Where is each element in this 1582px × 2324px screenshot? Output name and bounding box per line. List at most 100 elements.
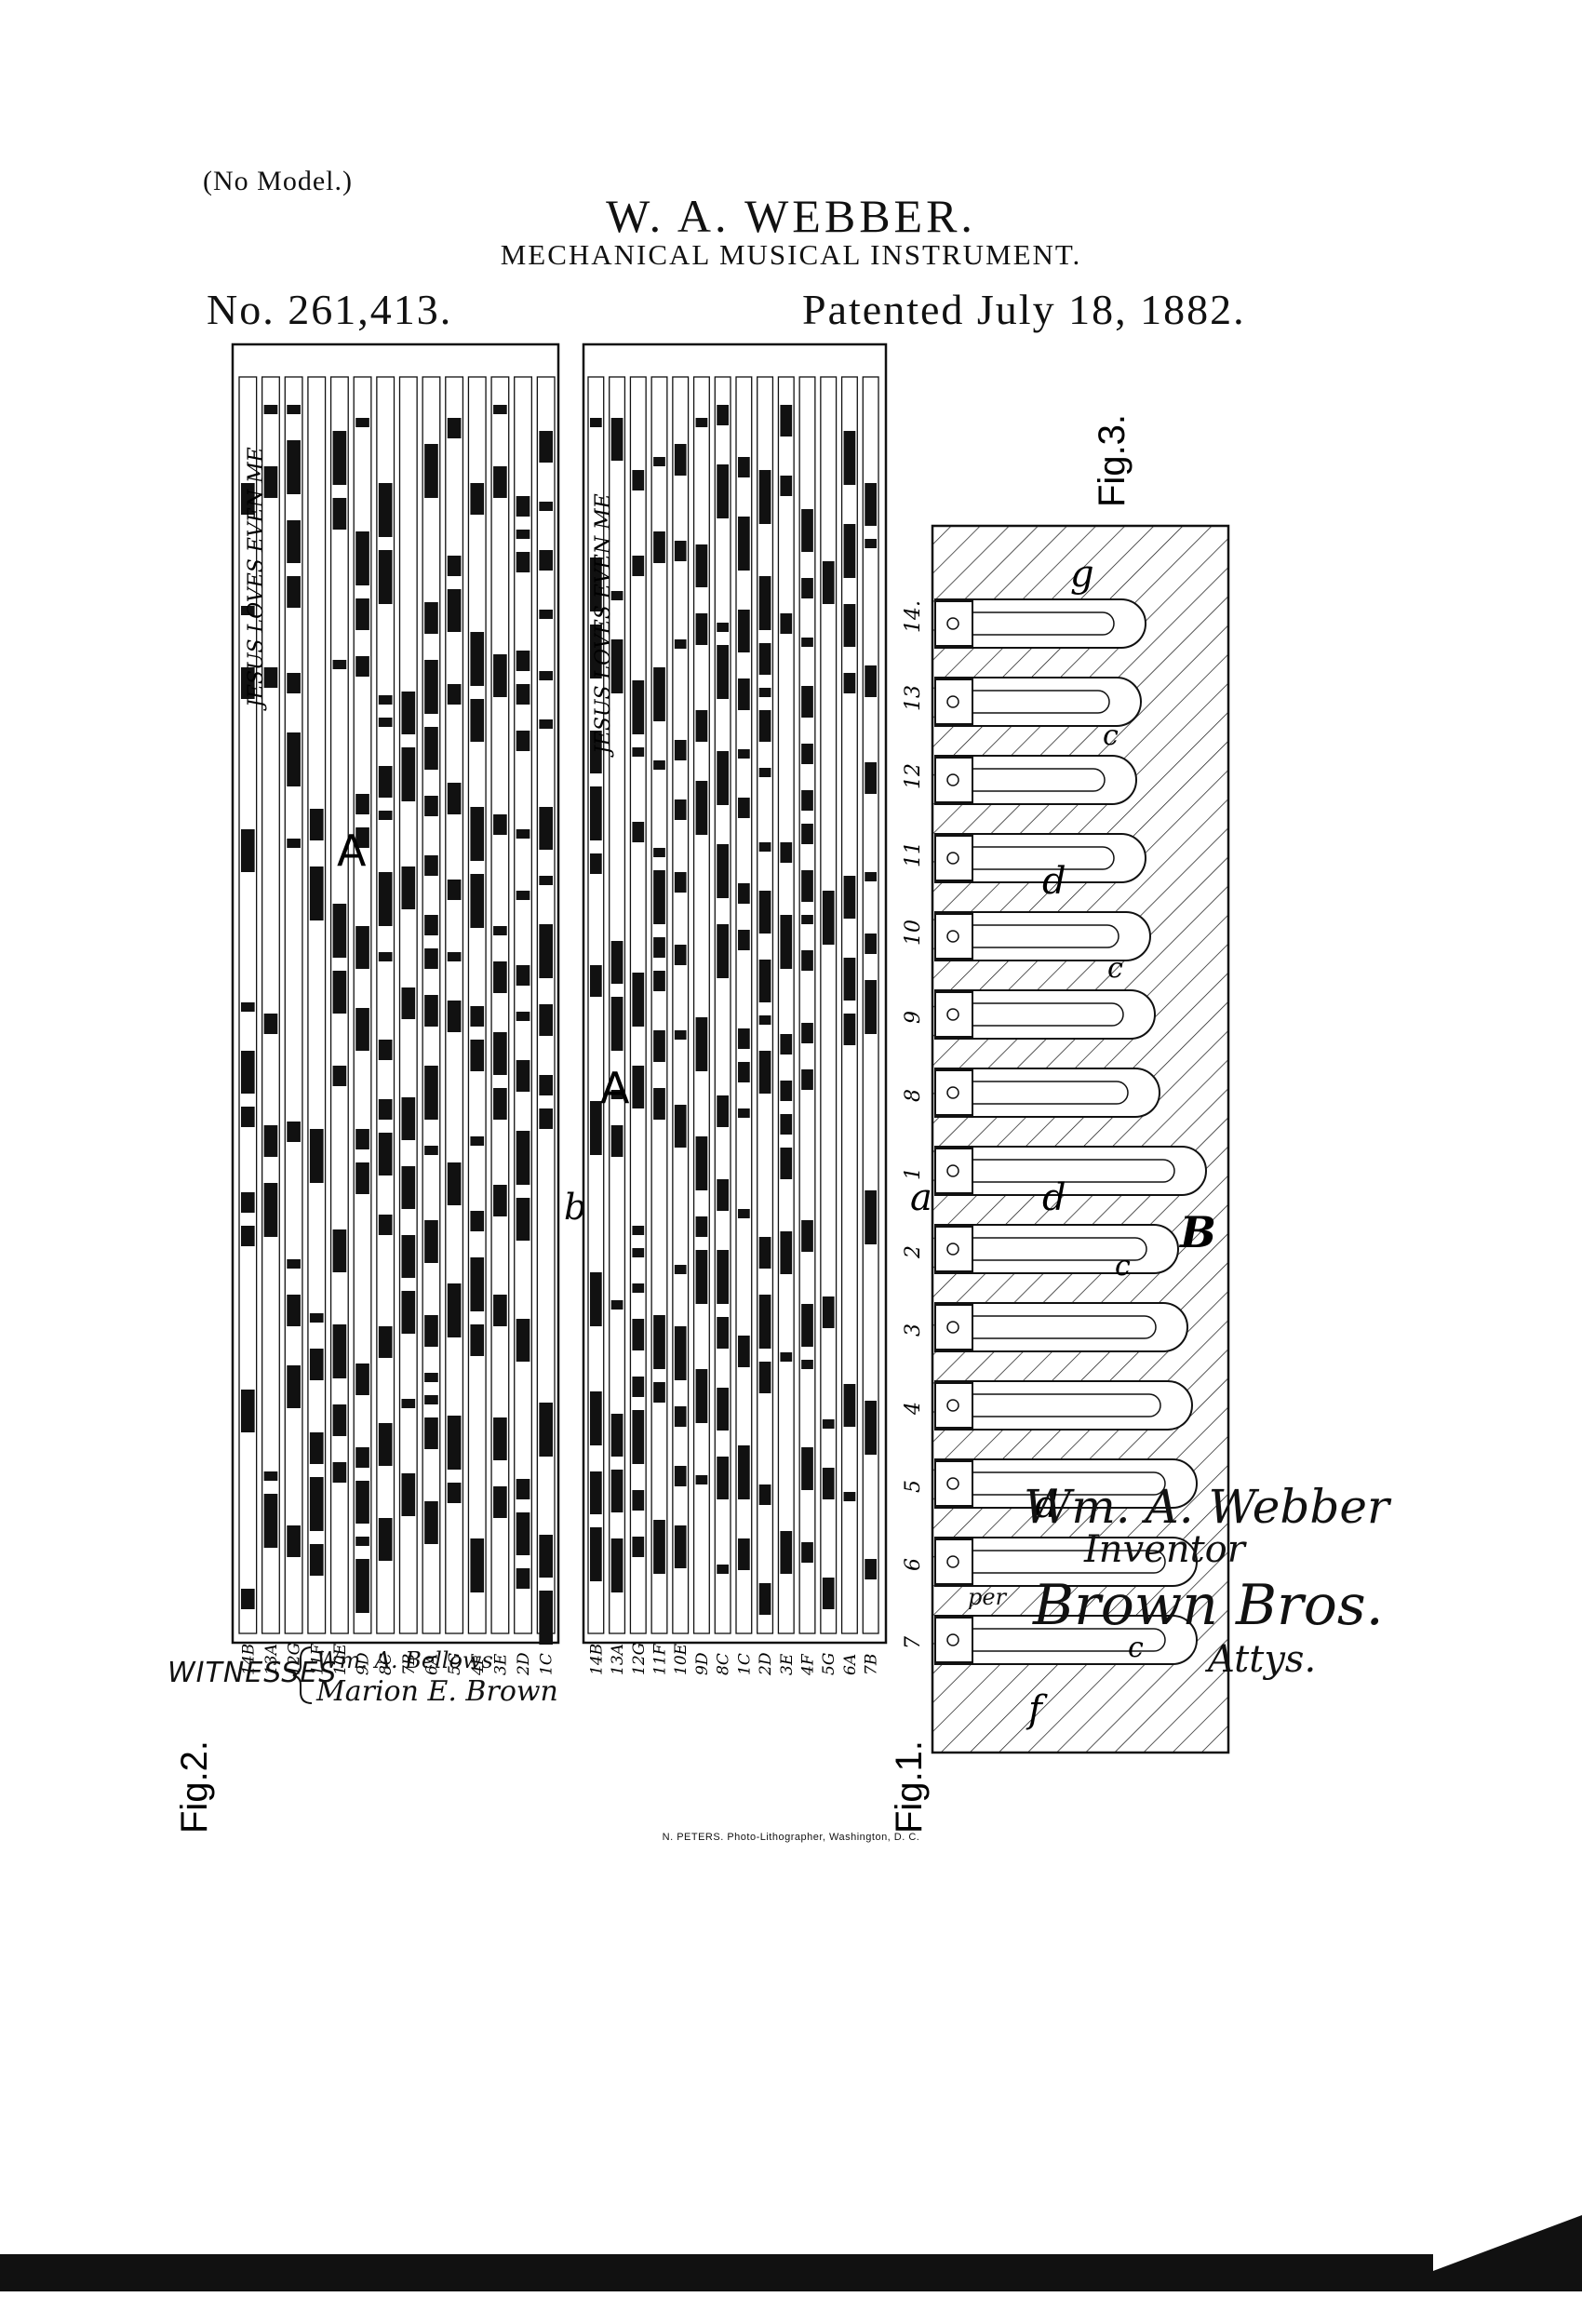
perforation xyxy=(516,891,530,900)
perforation xyxy=(865,483,877,526)
perforation xyxy=(539,1108,553,1129)
perforation xyxy=(865,1559,877,1579)
perforation xyxy=(653,1315,665,1369)
perforation xyxy=(695,1475,708,1484)
perforation xyxy=(355,926,369,969)
perforation xyxy=(287,1525,301,1557)
rivet-icon xyxy=(946,1164,959,1177)
perforation xyxy=(653,937,665,958)
perforation xyxy=(738,930,750,950)
reed-tongue xyxy=(934,1002,1124,1027)
perforation xyxy=(780,405,793,437)
perforation xyxy=(717,1565,729,1574)
perforation xyxy=(447,556,462,576)
fig3-letter-c: c xyxy=(1107,952,1123,985)
perforation xyxy=(493,1417,507,1460)
perforation xyxy=(780,613,793,634)
perforation xyxy=(653,1520,665,1574)
perforation xyxy=(758,1583,771,1615)
perforation xyxy=(355,1008,369,1051)
rivet-icon xyxy=(946,1633,959,1646)
perforation xyxy=(287,839,301,848)
perforation xyxy=(843,876,856,919)
note-label: 7B xyxy=(863,1654,881,1675)
perforation xyxy=(447,418,462,438)
note-strip xyxy=(692,376,710,1634)
fig3-letter-c: c xyxy=(1128,1632,1144,1664)
note-strip xyxy=(490,376,510,1634)
reed-number: 10 xyxy=(902,920,925,946)
inventor-signature: Wm. A. Webber xyxy=(1024,1480,1389,1534)
perforation xyxy=(378,1518,393,1561)
perforation xyxy=(632,1066,645,1108)
perforation xyxy=(493,814,507,835)
rivet-icon xyxy=(946,695,959,708)
perforation xyxy=(332,1462,347,1483)
perforation xyxy=(539,924,553,978)
perforation xyxy=(287,1259,301,1269)
perforation xyxy=(378,718,393,727)
note-label: 3E xyxy=(778,1653,797,1675)
perforation xyxy=(801,1304,813,1347)
perforation xyxy=(355,1537,369,1546)
perforation xyxy=(801,950,813,971)
perforation xyxy=(780,1034,793,1055)
perforation xyxy=(632,470,645,490)
perforation xyxy=(332,1404,347,1436)
perforation xyxy=(309,866,324,920)
perforation xyxy=(332,1229,347,1272)
perforation xyxy=(241,606,255,615)
perforation xyxy=(610,639,623,693)
reed-number: 12 xyxy=(902,763,925,789)
perforation xyxy=(516,731,530,751)
perforation xyxy=(653,971,665,991)
perforation xyxy=(801,1220,813,1252)
fig2-frame xyxy=(231,343,560,1645)
perforation xyxy=(738,517,750,571)
note-label: 10E xyxy=(672,1643,690,1675)
note-label: 11F xyxy=(308,1643,327,1675)
reed-number: 1 xyxy=(902,1167,925,1180)
perforation xyxy=(610,997,623,1051)
perforation xyxy=(493,466,507,498)
perforation xyxy=(424,1501,438,1544)
perforation xyxy=(590,965,602,997)
reed-number: 4 xyxy=(902,1402,925,1416)
perforation xyxy=(717,1095,729,1127)
perforation xyxy=(632,973,645,1027)
fig3-label: Fig.3. xyxy=(1092,414,1133,507)
perforation xyxy=(674,1105,687,1148)
perforation xyxy=(674,945,687,965)
perforation xyxy=(332,1066,347,1086)
perforation xyxy=(632,747,645,757)
perforation xyxy=(695,781,708,835)
note-label: 4F xyxy=(799,1653,818,1676)
reed-rivet-block xyxy=(934,1382,973,1429)
perforation xyxy=(424,995,438,1027)
perforation xyxy=(447,1483,462,1503)
perforation xyxy=(470,1040,485,1071)
note-strip xyxy=(467,376,487,1634)
fig2-label: Fig.2. xyxy=(174,1740,215,1834)
perforation xyxy=(610,1125,623,1157)
perforation xyxy=(287,1122,301,1142)
perforation xyxy=(653,1030,665,1062)
perforation xyxy=(378,1215,393,1235)
perforation xyxy=(355,1364,369,1395)
perforation xyxy=(539,807,553,850)
perforation xyxy=(843,524,856,578)
perforation xyxy=(516,530,530,539)
perforation xyxy=(865,665,877,697)
perforation xyxy=(401,987,416,1019)
perforation xyxy=(738,1336,750,1367)
perforation xyxy=(470,632,485,686)
perforation xyxy=(590,1471,602,1514)
fig1-sheet-letter: A xyxy=(600,1063,630,1113)
perforation xyxy=(843,1492,856,1501)
perforation xyxy=(539,671,553,680)
scan-edge-corner xyxy=(1433,2215,1582,2291)
perforation xyxy=(493,654,507,697)
fig2-sheet-letter: A xyxy=(337,826,367,876)
perforation xyxy=(738,798,750,818)
perforation xyxy=(287,732,301,786)
